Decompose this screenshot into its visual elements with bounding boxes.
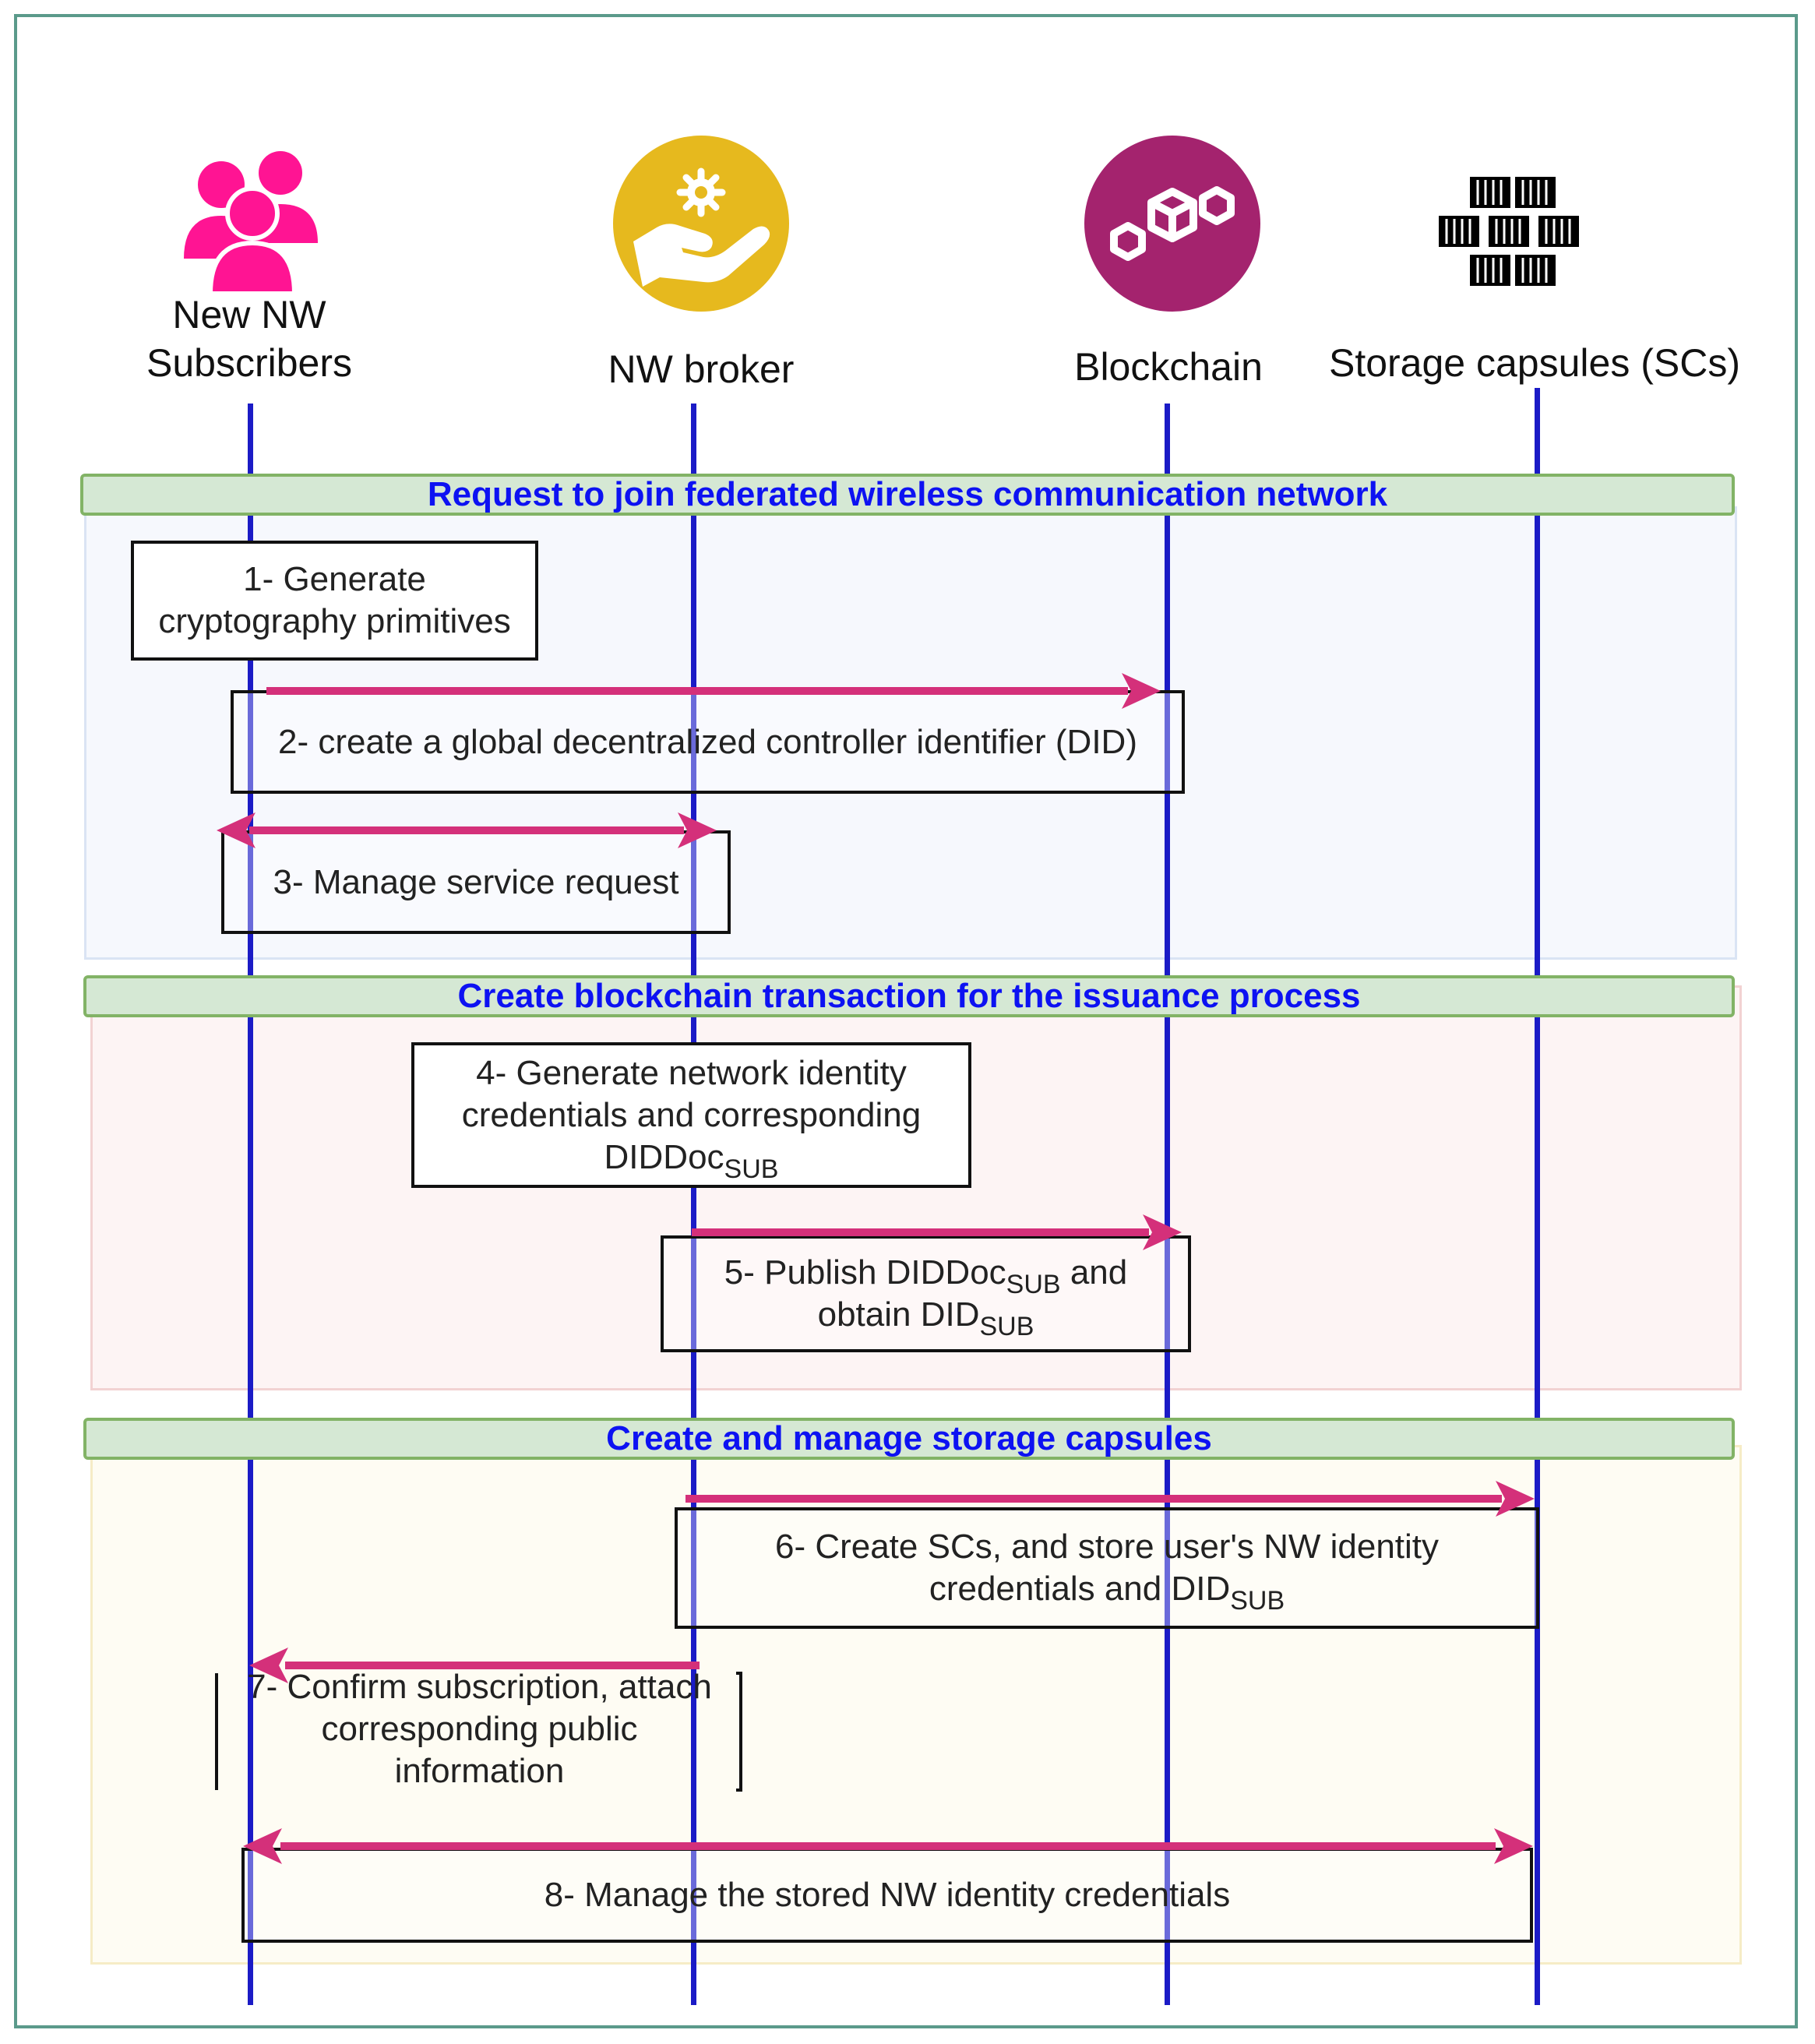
actor-label-storage: Storage capsules (SCs): [1328, 341, 1740, 385]
arrowhead-step-8-right: [1494, 1828, 1533, 1864]
container-stack-icon: [1439, 177, 1579, 286]
arrowhead-step-6: [1496, 1481, 1535, 1517]
actor-label-blockchain: Blockchain: [1074, 345, 1263, 389]
actor-label-subscribers: New NW Subscribers: [146, 293, 352, 385]
blockchain-hexagon-icon: [1084, 136, 1260, 312]
step-8-box: 8- Manage the stored NW identity credent…: [241, 1848, 1533, 1943]
section-header-join: Request to join federated wireless commu…: [80, 474, 1735, 516]
arrowhead-step-8-left: [243, 1828, 282, 1864]
step-1-box: 1- Generate cryptography primitives: [131, 541, 538, 661]
users-icon: [184, 151, 318, 294]
lifeline-blockchain: [1165, 404, 1170, 2005]
section-header-storage: Create and manage storage capsules: [83, 1418, 1735, 1460]
lifeline-storage: [1535, 388, 1540, 2005]
arrowhead-step-2: [1122, 673, 1161, 709]
step-7-bracket-right: [736, 1672, 742, 1792]
section-header-issuance: Create blockchain transaction for the is…: [83, 975, 1735, 1017]
step-3-box: 3- Manage service request: [221, 830, 731, 934]
actor-label-broker: NW broker: [608, 347, 795, 391]
step-7-box: 7- Confirm subscription, attach correspo…: [247, 1668, 712, 1790]
step-5-box: 5- Publish DIDDocSUB and obtain DIDSUB: [661, 1235, 1191, 1352]
arrowhead-step-3-left: [217, 812, 256, 848]
arrowhead-step-7: [249, 1648, 288, 1683]
step-4-box: 4- Generate network identity credentials…: [411, 1042, 971, 1188]
lifeline-subscribers: [248, 404, 253, 2005]
hand-gear-icon: [613, 136, 789, 312]
figure-frame: [14, 14, 1798, 2028]
arrowhead-step-5: [1143, 1214, 1182, 1250]
arrowhead-step-3-right: [678, 812, 717, 848]
section-3-background: [90, 1445, 1742, 1965]
step-6-box: 6- Create SCs, and store user's NW ident…: [675, 1507, 1539, 1629]
step-2-box: 2- create a global decentralized control…: [231, 690, 1185, 794]
lifeline-broker: [691, 404, 696, 2005]
